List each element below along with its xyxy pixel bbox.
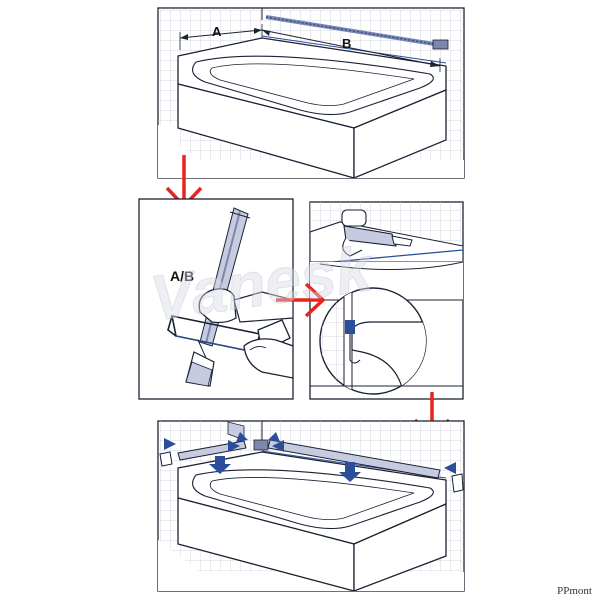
magnified-detail	[319, 287, 427, 395]
sealant-gun-icon	[341, 209, 413, 257]
cut-piece	[185, 351, 215, 387]
label-b: B	[342, 36, 351, 51]
footer-credit: PPmont	[557, 585, 592, 597]
label-ab: A/B	[170, 268, 194, 284]
bathtub	[177, 451, 447, 591]
trim-profile-right	[267, 439, 441, 479]
bathtub	[177, 37, 447, 178]
dimension-b	[261, 29, 441, 72]
panel-seal	[309, 201, 464, 400]
red-arrow-right-icon	[276, 282, 326, 318]
blue-arrow-icon	[164, 432, 456, 482]
dimension-a	[179, 24, 263, 50]
panel-measure: A B	[157, 7, 465, 179]
end-cap-right	[451, 473, 464, 493]
label-a: A	[212, 24, 222, 39]
trim-profile-strip	[265, 15, 449, 50]
panel-cut: A/B	[138, 198, 294, 400]
end-cap-left	[159, 451, 173, 467]
panel-assemble	[157, 420, 465, 592]
